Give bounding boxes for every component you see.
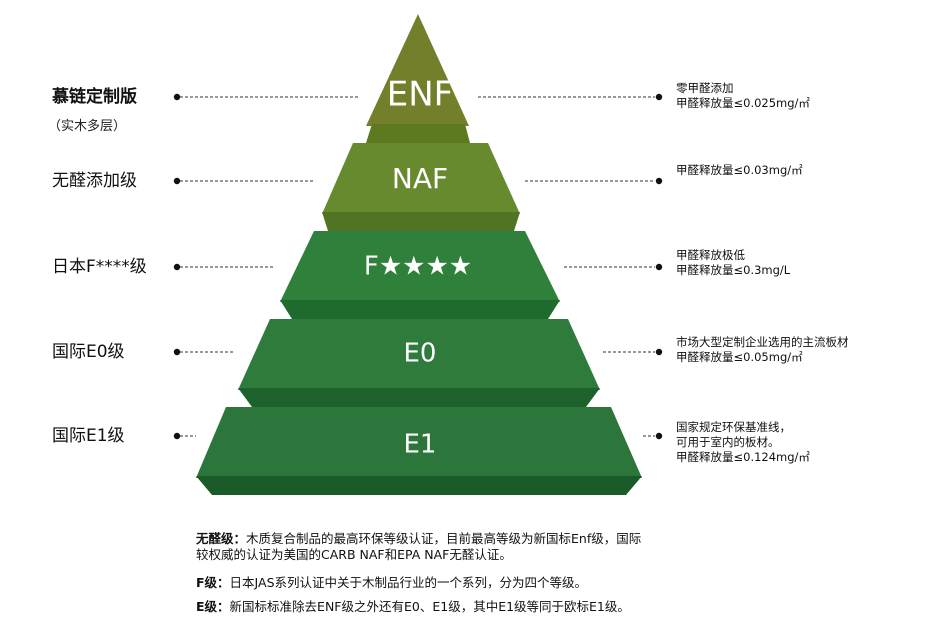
pyramid-tier-enf: ENF xyxy=(366,14,470,143)
right-note-e1: 国家规定环保基准线， 可用于室内的板材。 甲醛释放量≤0.124mg/㎡ xyxy=(676,420,810,465)
left-label-f4star: 日本F****级 xyxy=(52,257,147,277)
connector-dot-right-e1 xyxy=(655,432,663,440)
footer-definition-naf: 无醛级：木质复合制品的最高环保等级认证，目前最高等级为新国标Enf级，国际 较权… xyxy=(196,531,796,563)
tier-label-e0: E0 xyxy=(404,339,437,369)
right-note-e1-line-2: 可用于室内的板材。 xyxy=(676,435,780,449)
connector-dot-right-naf xyxy=(655,177,663,185)
pyramid-tier-e0: E0 xyxy=(238,319,600,407)
right-note-f4star-line-2: 甲醛释放量≤0.3mg/L xyxy=(676,263,791,277)
footer-term-naf: 无醛级： xyxy=(196,531,247,546)
right-note-f4star: 甲醛释放极低 甲醛释放量≤0.3mg/L xyxy=(676,248,790,278)
connector-dot-left-naf xyxy=(173,177,181,185)
footer-definition-f: F级：日本JAS系列认证中关于木制品行业的一个系列，分为四个等级。 xyxy=(196,575,796,591)
connector-dot-left-f4star xyxy=(173,263,181,271)
tier-label-naf: NAF xyxy=(392,162,448,195)
right-note-enf-line-1: 零甲醛添加 xyxy=(676,81,734,95)
right-connectors xyxy=(478,93,663,440)
footer-text-e: 新国标标准除去ENF级之外还有E0、E1级，其中E1级等同于欧标E1级。 xyxy=(229,599,630,614)
left-label-e1: 国际E1级 xyxy=(52,426,125,446)
pyramid-tier-f4star: F★★★★ xyxy=(280,231,560,319)
connector-dot-right-f4star xyxy=(655,263,663,271)
right-note-naf-line-1: 甲醛释放量≤0.03mg/㎡ xyxy=(676,163,803,177)
right-note-e0: 市场大型定制企业选用的主流板材 甲醛释放量≤0.05mg/㎡ xyxy=(676,335,849,365)
right-note-naf: 甲醛释放量≤0.03mg/㎡ xyxy=(676,163,803,178)
footer-term-e: E级： xyxy=(196,599,230,614)
left-label-enf: 慕链定制版 xyxy=(52,87,137,107)
tier-label-e1: E1 xyxy=(404,430,437,460)
left-sublabel-enf: （实木多层） xyxy=(48,119,127,134)
pyramid-tier-naf: NAF xyxy=(322,143,520,231)
footer-definition-e: E级：新国标标准除去ENF级之外还有E0、E1级，其中E1级等同于欧标E1级。 xyxy=(196,599,796,615)
left-label-naf: 无醛添加级 xyxy=(52,171,137,191)
right-note-enf-line-2: 甲醛释放量≤0.025mg/㎡ xyxy=(676,96,810,110)
connector-dot-left-enf xyxy=(173,93,181,101)
left-connectors xyxy=(173,93,358,440)
footer-text-f: 日本JAS系列认证中关于木制品行业的一个系列，分为四个等级。 xyxy=(229,575,588,590)
footer-term-f: F级： xyxy=(196,575,230,590)
right-note-f4star-line-1: 甲醛释放极低 xyxy=(676,248,745,262)
left-label-e0: 国际E0级 xyxy=(52,342,125,362)
tier-label-enf: ENF xyxy=(387,75,453,115)
footer-text-naf: 木质复合制品的最高环保等级认证，目前最高等级为新国标Enf级，国际 xyxy=(246,531,642,546)
right-note-e1-line-1: 国家规定环保基准线， xyxy=(676,420,791,434)
right-note-e0-line-1: 市场大型定制企业选用的主流板材 xyxy=(676,335,849,349)
connector-dot-left-e0 xyxy=(173,348,181,356)
connector-dot-right-e0 xyxy=(655,348,663,356)
tier-label-f4star: F★★★★ xyxy=(364,252,472,282)
right-note-e1-line-3: 甲醛释放量≤0.124mg/㎡ xyxy=(676,450,810,464)
connector-dot-left-e1 xyxy=(173,432,181,440)
footer-text-naf-line-2: 较权威的认证为美国的CARB NAF和EPA NAF无醛认证。 xyxy=(196,547,512,562)
right-note-e0-line-2: 甲醛释放量≤0.05mg/㎡ xyxy=(676,350,803,364)
pyramid-tier-e1: E1 xyxy=(196,407,642,495)
connector-dot-right-enf xyxy=(655,93,663,101)
right-note-enf: 零甲醛添加 甲醛释放量≤0.025mg/㎡ xyxy=(676,81,810,111)
